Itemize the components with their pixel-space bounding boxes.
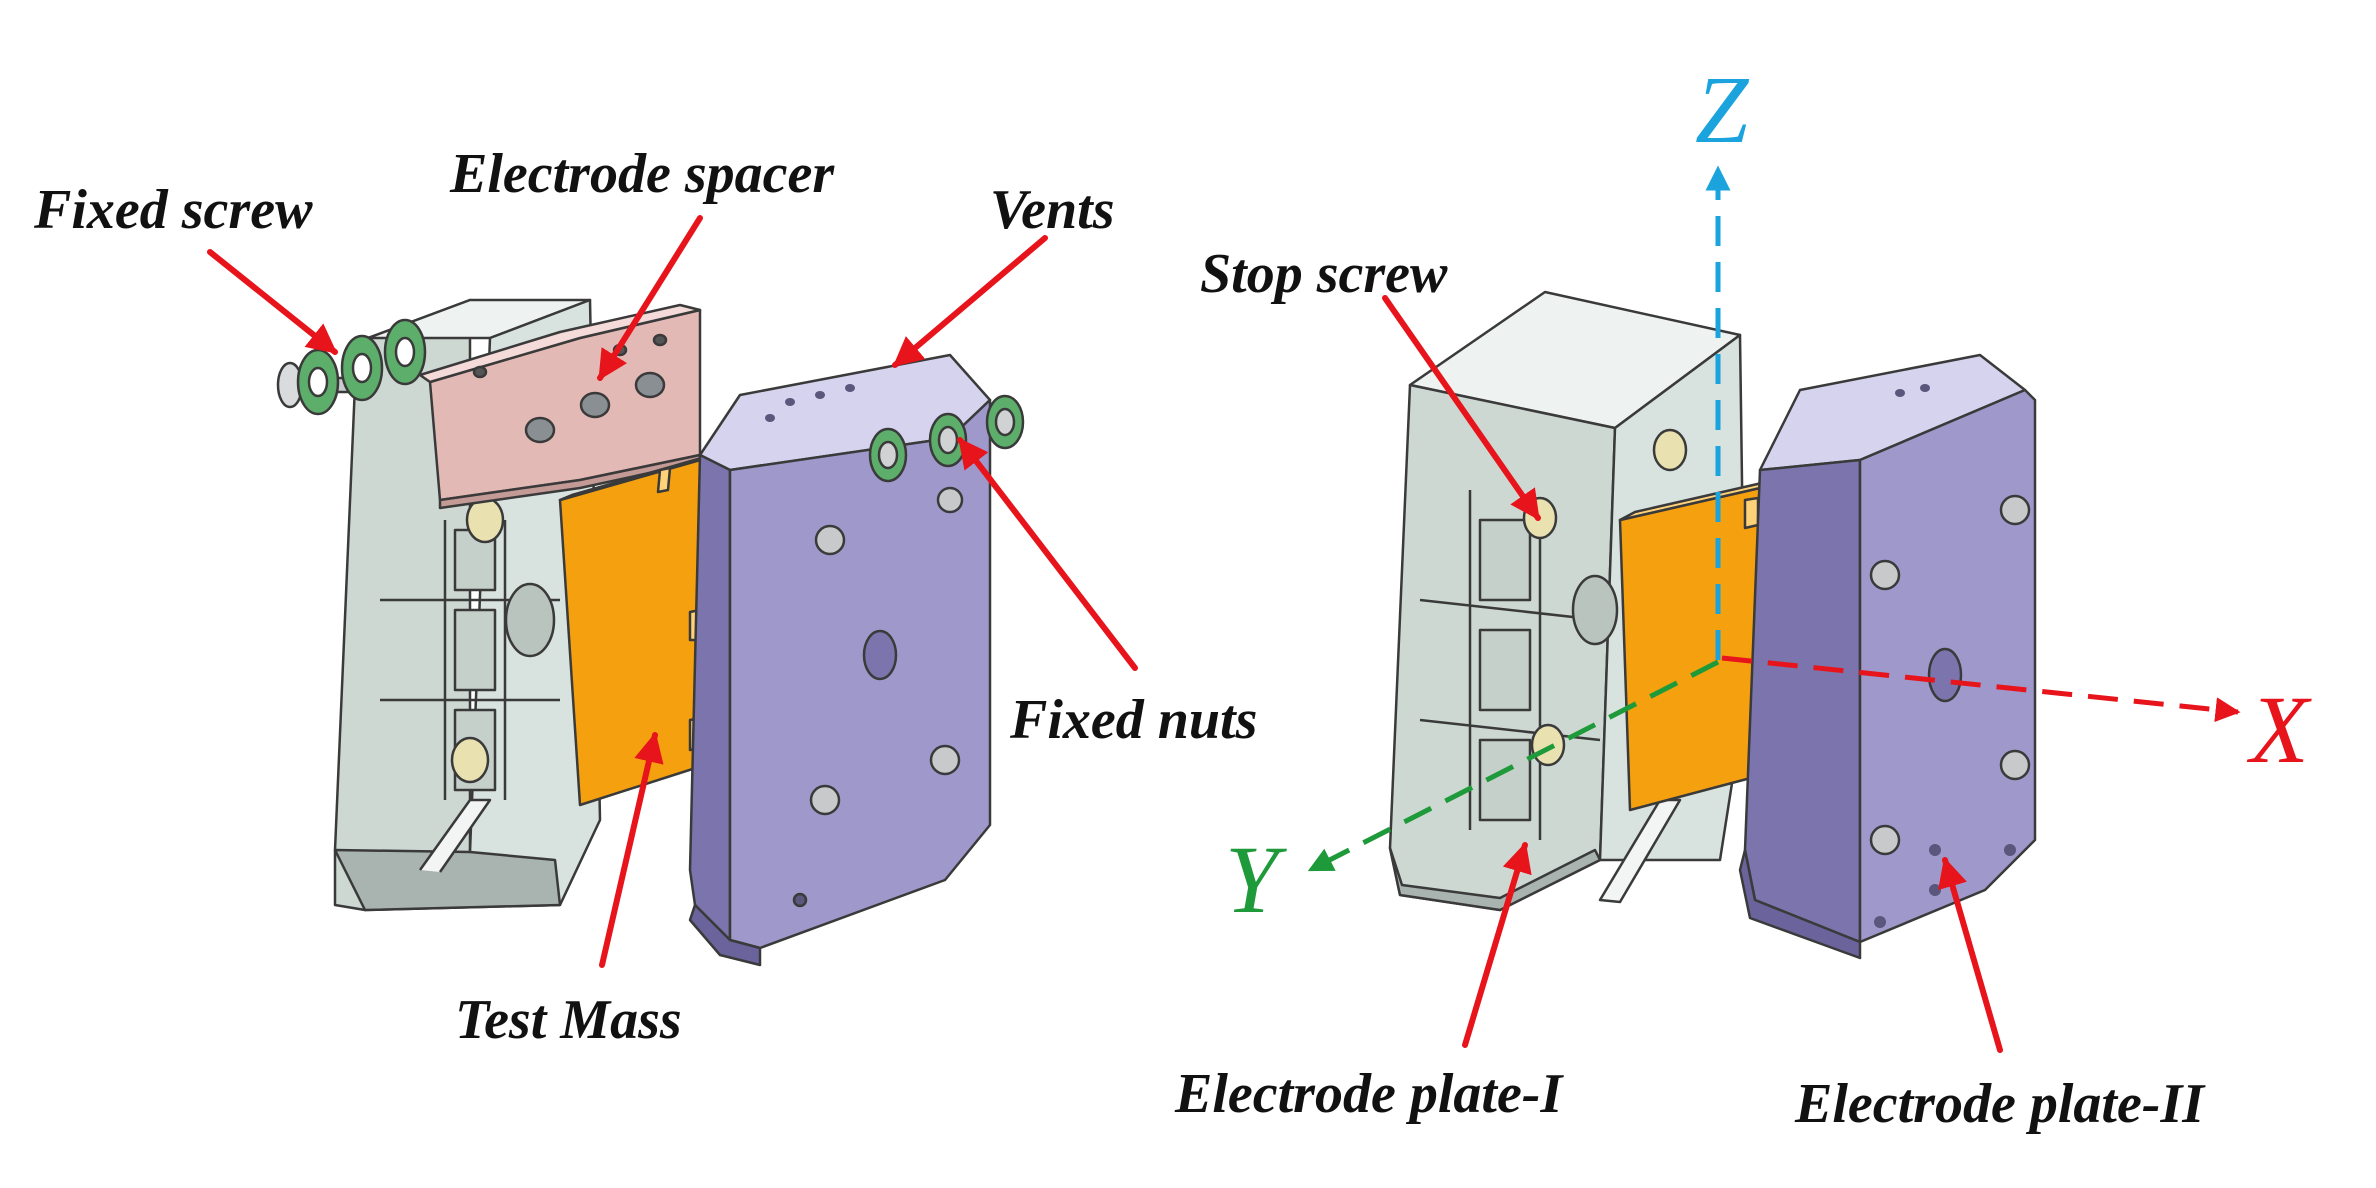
x-axis-label: X [2246, 676, 2312, 783]
test-mass-arrow [599, 732, 664, 968]
fixed-screws [276, 318, 427, 416]
label-fixed-screw: Fixed screw [33, 179, 313, 241]
coordinate-axes: Z X Y [1225, 56, 2312, 933]
label-electrode-plate-1: Electrode plate-I [1174, 1063, 1564, 1125]
electrode-plate-1-arrow [1462, 842, 1532, 1048]
left-electrode-plate-2 [688, 353, 1025, 967]
y-axis-label: Y [1225, 826, 1287, 933]
z-axis-label: Z [1695, 56, 1750, 163]
label-fixed-nuts: Fixed nuts [1009, 689, 1257, 751]
label-electrode-spacer: Electrode spacer [449, 143, 835, 205]
right-assembly: Z X Y [1225, 56, 2312, 960]
electrode-plate-2-arrow [1938, 857, 2003, 1053]
label-vents: Vents [990, 179, 1115, 241]
fixed-screw-arrow [207, 249, 338, 355]
fixed-nuts [868, 394, 1025, 483]
label-test-mass: Test Mass [455, 989, 682, 1051]
text-labels: Fixed screw Electrode spacer Vents Fixed… [33, 143, 2206, 1135]
annotation-arrows [207, 215, 2003, 1053]
left-assembly [276, 298, 1025, 967]
x-axis [1721, 655, 2241, 723]
right-electrode-plate-2 [1738, 353, 2037, 960]
vents-arrow [892, 235, 1048, 368]
y-axis [1307, 659, 1720, 873]
fixed-nuts-arrow [957, 437, 1138, 671]
stop-screw-arrow [1382, 295, 1541, 521]
label-electrode-plate-2: Electrode plate-II [1794, 1073, 2206, 1135]
label-stop-screw: Stop screw [1200, 243, 1448, 305]
electrode-spacer-arrow [597, 215, 703, 381]
